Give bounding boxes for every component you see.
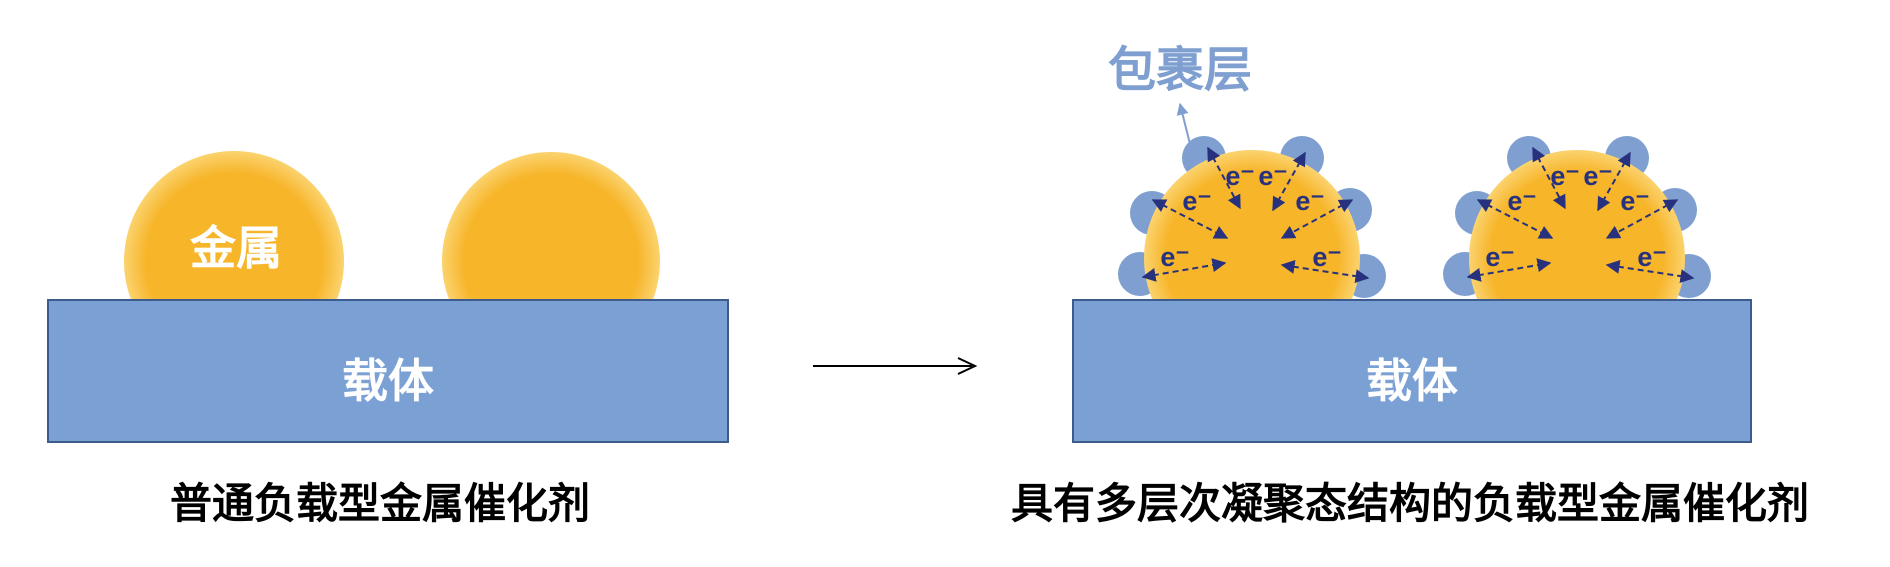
coating-pointer-arrow [1176,102,1193,153]
electron-transfer-arrow [1476,199,1554,239]
electron-label: e⁻ [1507,186,1536,216]
electron-transfer-arrow [1151,199,1229,239]
coated-metal-particle: e⁻e⁻e⁻e⁻e⁻e⁻ [1443,136,1711,301]
electron-transfer-arrow [1532,146,1566,210]
support-block [47,299,729,443]
electron-transfer-arrow [1207,146,1241,210]
electron-label: e⁻ [1295,186,1324,216]
electron-label: e⁻ [1550,161,1579,191]
metal-particle [124,151,344,301]
left-caption: 普通负载型金属催化剂 [170,479,590,528]
electron-label: e⁻ [1258,161,1287,191]
metal-label: 金属 [189,221,282,275]
electron-label: e⁻ [1583,161,1612,191]
electron-transfer-arrow [1466,258,1552,282]
electron-label: e⁻ [1485,242,1514,272]
transition-arrow [813,357,978,375]
electron-transfer-arrow [1280,199,1354,239]
electron-transfer-arrow [1280,259,1370,284]
electron-transfer-arrow [1272,151,1306,212]
right-panel: e⁻e⁻e⁻e⁻e⁻e⁻e⁻e⁻e⁻e⁻e⁻e⁻ 载体 包裹层 具有多层次凝聚态… [1011,42,1809,528]
support-label: 载体 [342,354,434,408]
electron-label: e⁻ [1312,242,1341,272]
coated-metal-particle: e⁻e⁻e⁻e⁻e⁻e⁻ [1118,136,1386,301]
electron-transfer-arrow [1605,199,1679,239]
electron-label: e⁻ [1160,242,1189,272]
support-label: 载体 [1366,354,1458,408]
electron-label: e⁻ [1225,161,1254,191]
support-block [1072,299,1752,443]
coating-label: 包裹层 [1108,42,1252,98]
electron-transfer-arrow [1141,258,1227,282]
coated-particles: e⁻e⁻e⁻e⁻e⁻e⁻e⁻e⁻e⁻e⁻e⁻e⁻ [1118,136,1711,301]
electron-transfer-arrow [1605,259,1695,284]
electron-label: e⁻ [1182,186,1211,216]
metal-particle [442,152,660,301]
electron-label: e⁻ [1620,186,1649,216]
electron-transfer-arrow [1597,151,1631,212]
electron-label: e⁻ [1637,242,1666,272]
right-caption: 具有多层次凝聚态结构的负载型金属催化剂 [1011,479,1809,528]
left-panel: 金属 载体 普通负载型金属催化剂 [47,151,729,528]
